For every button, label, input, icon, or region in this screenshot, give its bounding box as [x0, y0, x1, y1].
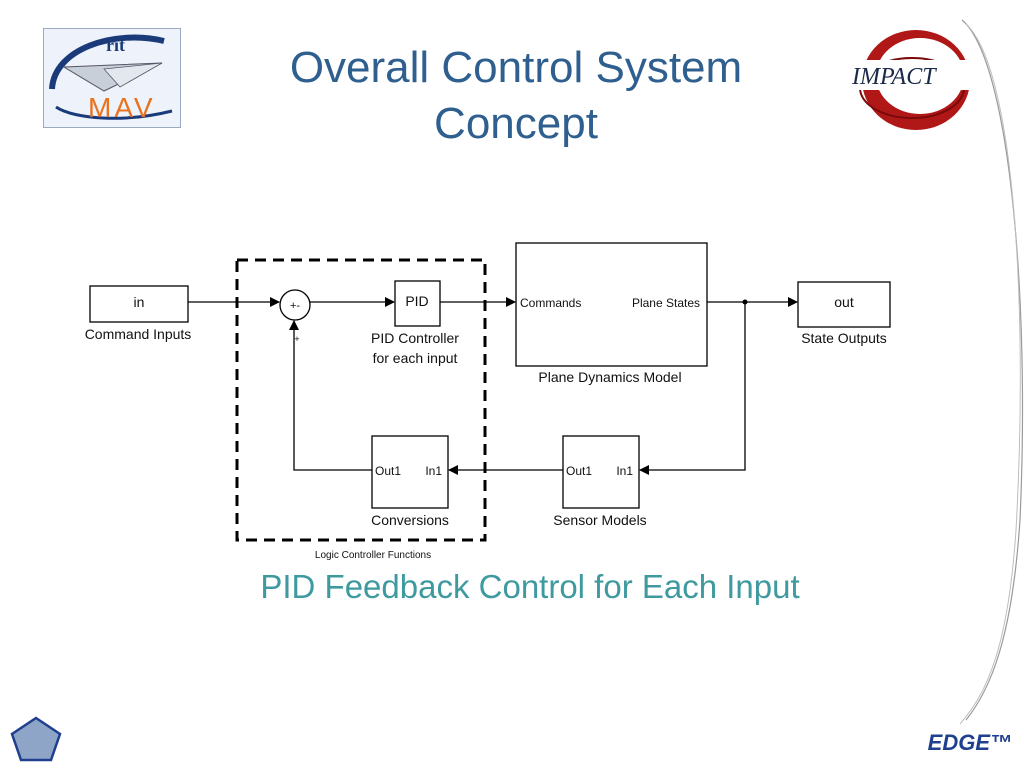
conversions-port-in: In1 [425, 464, 442, 478]
plane-dynamics-block[interactable] [515, 242, 708, 367]
command-inputs-caption: Command Inputs [85, 326, 192, 342]
plane-dynamics-caption: Plane Dynamics Model [538, 369, 681, 385]
sum-lower-sign: + [294, 334, 299, 344]
out-block-label: out [834, 294, 854, 310]
slide-title-line2: Concept [434, 99, 598, 148]
conversions-block[interactable] [371, 435, 449, 509]
pid-caption-line1: PID Controller [371, 330, 459, 346]
sum-signs: +- [290, 300, 300, 312]
impact-logo: IMPACT [848, 30, 970, 130]
pentagon-nav-icon[interactable] [10, 716, 62, 762]
conversions-port-out: Out1 [375, 464, 401, 478]
in-block[interactable] [89, 285, 189, 323]
rit-mav-logo: rit MAV [43, 28, 181, 128]
plane-port-commands: Commands [520, 296, 581, 310]
rit-logo-text: rit [106, 35, 125, 55]
state-outputs-caption: State Outputs [801, 330, 887, 346]
pid-block[interactable] [394, 280, 441, 327]
pid-caption-line2: for each input [373, 350, 458, 366]
sensor-port-in: In1 [616, 464, 633, 478]
slide-subtitle: PID Feedback Control for Each Input [260, 568, 800, 605]
impact-logo-text: IMPACT [851, 64, 937, 90]
plane-port-states: Plane States [632, 296, 700, 310]
sensor-models-block[interactable] [562, 435, 640, 509]
sensor-port-out: Out1 [566, 464, 592, 478]
slide-title-line1: Overall Control System [289, 43, 743, 92]
in-block-label: in [134, 294, 145, 310]
sensor-models-caption: Sensor Models [553, 512, 646, 528]
wire-conversions-to-sum [289, 320, 372, 471]
wire-feedback-to-sensor [639, 302, 746, 475]
mav-logo-text: MAV [88, 92, 156, 123]
out-block[interactable] [797, 281, 891, 328]
slide-title: Overall Control System Concept [196, 40, 836, 152]
pid-block-label: PID [405, 293, 428, 309]
conversions-caption: Conversions [371, 512, 449, 528]
edge-brand-mark: EDGE™ [927, 730, 1012, 755]
logic-controller-group [235, 258, 487, 542]
logic-controller-caption: Logic Controller Functions [315, 550, 431, 561]
